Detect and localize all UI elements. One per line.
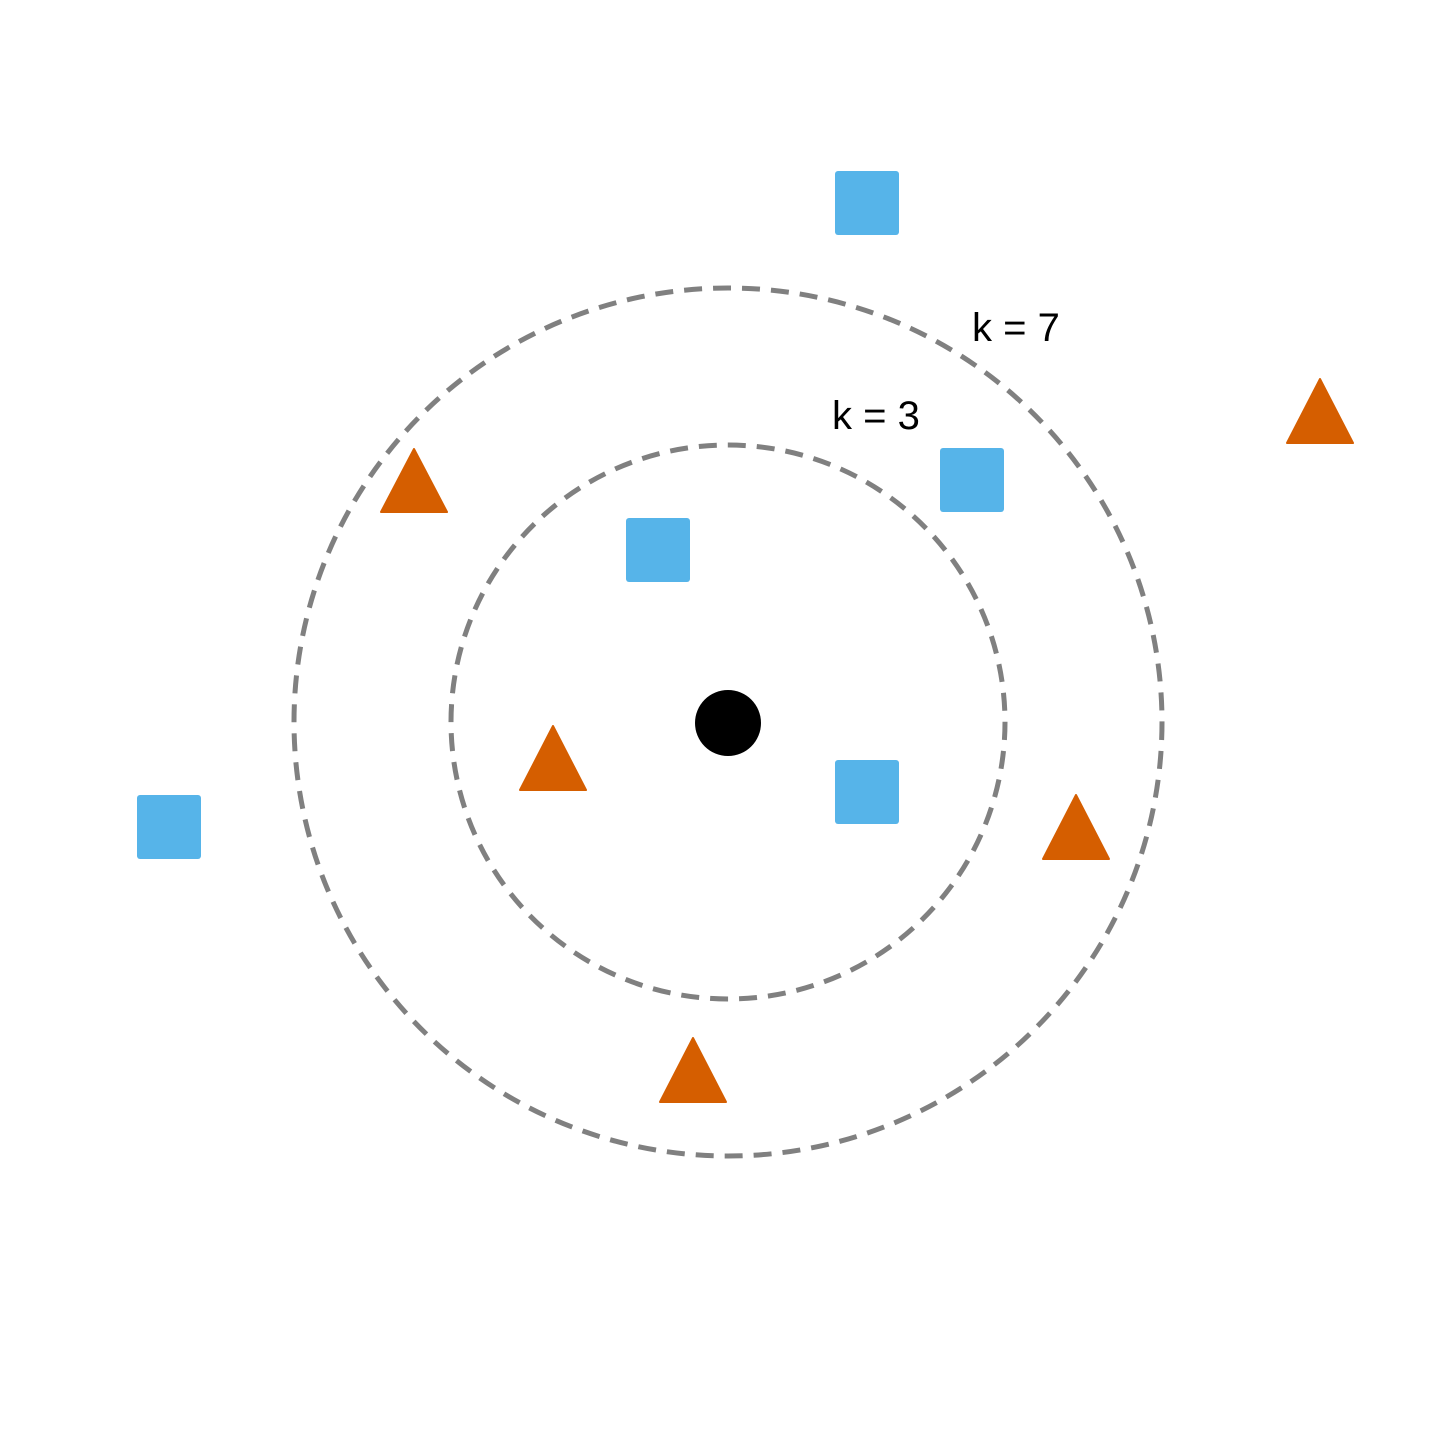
- ring-k7: [291, 285, 1165, 1159]
- triangle-point: [519, 725, 587, 791]
- square-point: [137, 795, 201, 859]
- square-point: [940, 448, 1004, 512]
- triangle-point: [1042, 794, 1110, 860]
- square-point: [835, 760, 899, 824]
- triangle-point: [1286, 378, 1354, 444]
- triangle-point: [659, 1037, 727, 1103]
- square-point: [626, 518, 690, 582]
- square-point: [835, 171, 899, 235]
- ring-label-k3: k = 3: [832, 394, 920, 438]
- ring-k3: [448, 442, 1008, 1002]
- query-point: [695, 690, 761, 756]
- triangle-point: [380, 448, 448, 513]
- ring-label-k7: k = 7: [972, 306, 1060, 350]
